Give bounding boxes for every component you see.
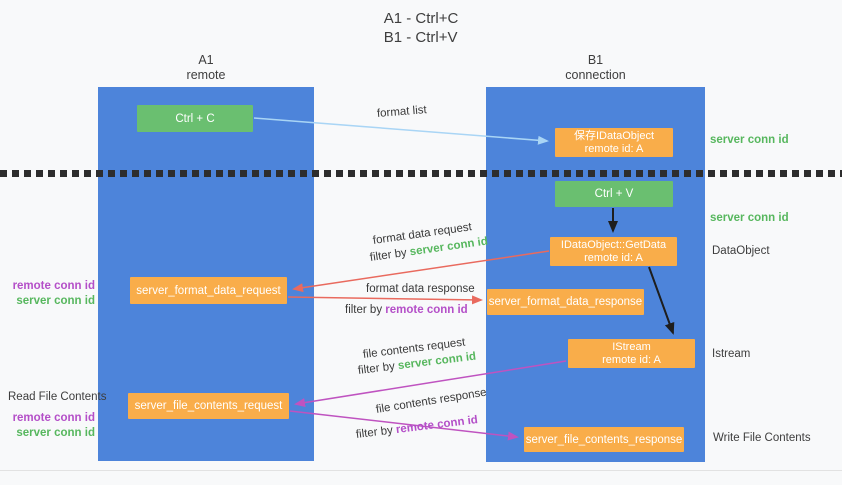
label-dataobject: DataObject [712,245,770,257]
arrow-format-data-response [287,295,483,305]
filter-by-text: filter by [345,304,383,316]
node-save-idataobject-line2: remote id: A [584,142,644,155]
remote-conn-id-text: remote conn id [395,414,479,437]
lane-header-b1: B1 connection [486,53,705,83]
title-line-1: A1 - Ctrl+C [383,10,459,27]
node-ctrl-c: Ctrl + C [137,105,253,132]
label-filter-by-remote-conn-id-1: filter by remote conn id [345,304,468,316]
node-idataobject-getdata: IDataObject::GetData remote id: A [550,237,677,266]
node-istream-line2: remote id: A [602,353,661,366]
label-conn-id-pair-1: remote conn id server conn id [0,279,95,308]
label-istream: Istream [712,348,751,360]
node-server-file-contents-response: server_file_contents_response [524,427,684,452]
label-server-conn-id-right-1: server conn id [710,134,789,146]
label-write-file-contents: Write File Contents [713,432,811,444]
label-format-data-response: format data response [366,283,475,295]
label-remote-conn-id-left-1: remote conn id [12,280,95,292]
label-server-conn-id-left-2: server conn id [16,426,95,439]
lane-a1-name: A1 [198,53,214,67]
lane-header-a1: A1 remote [98,53,314,83]
label-read-file-contents: Read File Contents [8,391,107,403]
label-server-conn-id-left-1: server conn id [16,294,95,307]
node-server-format-data-response: server_format_data_response [487,289,644,315]
bottom-hairline [0,470,842,471]
filter-by-text: filter by [369,246,408,264]
node-idataobject-getdata-line2: remote id: A [584,251,643,264]
dotted-separator-line [0,170,842,177]
node-save-idataobject-line1: 保存IDataObject [573,129,655,142]
label-remote-conn-id-left-2: remote conn id [12,412,95,424]
label-conn-id-pair-2: remote conn id server conn id [0,411,95,440]
label-filter-by-remote-conn-id-2: filter by remote conn id [355,414,478,441]
page-title: A1 - Ctrl+C B1 - Ctrl+V [0,9,842,47]
title-line-2: B1 - Ctrl+V [383,29,458,46]
node-server-format-data-request: server_format_data_request [130,277,287,304]
label-server-conn-id-right-2: server conn id [710,212,789,224]
label-file-contents-response: file contents response [375,386,488,416]
filter-by-text: filter by [357,360,396,377]
node-ctrl-v: Ctrl + V [555,181,673,207]
lane-b1-name: B1 [587,53,604,67]
node-server-file-contents-request: server_file_contents_request [128,393,289,419]
node-istream: IStream remote id: A [568,339,695,368]
filter-by-text: filter by [355,424,394,441]
node-idataobject-getdata-line1: IDataObject::GetData [560,238,667,251]
node-save-idataobject: 保存IDataObject remote id: A [555,128,673,157]
remote-conn-id-text: remote conn id [385,304,468,316]
lane-b1-role: connection [565,68,626,82]
node-istream-line1: IStream [612,340,651,353]
label-format-list: format list [376,104,428,120]
lane-a1-role: remote [186,68,226,82]
